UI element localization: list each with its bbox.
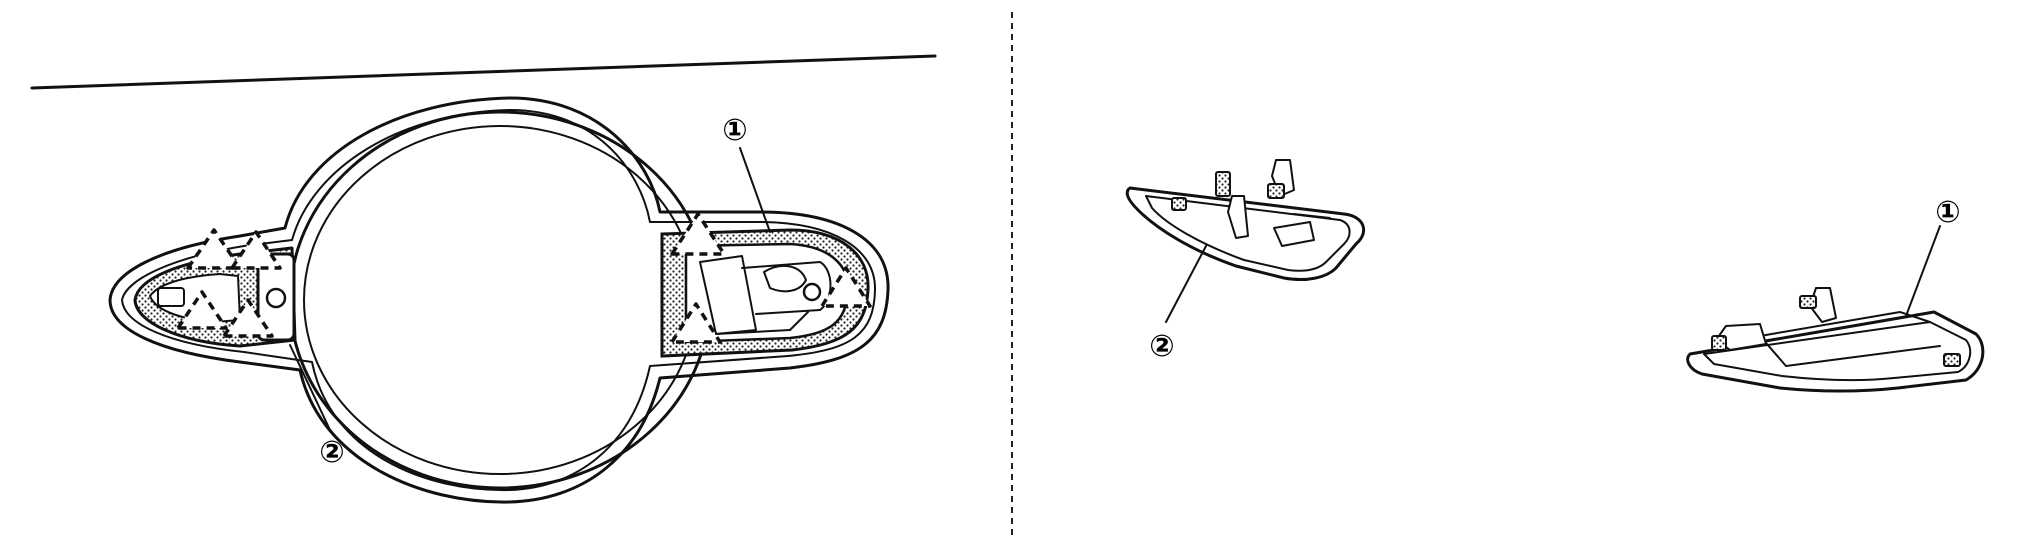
right-callout-1: ① (1935, 195, 1960, 230)
left-callout-2: ② (319, 435, 344, 470)
clip-marker-triangle (186, 228, 242, 270)
handle-bowl-inner (303, 125, 697, 475)
handle-mechanism-arm (741, 261, 832, 315)
leader-line-part-1 (739, 147, 771, 233)
door-handle-housing (108, 96, 890, 504)
right-view: ② ① (1125, 159, 1985, 393)
clip-marker-triangle (670, 212, 726, 256)
body-contour-line (30, 54, 937, 90)
left-view: ① ② (30, 54, 937, 504)
gasket-part-1-isolated (1686, 287, 1985, 393)
escutcheon-inner-detail (149, 273, 241, 323)
escutcheon-part-2-isolated (1125, 159, 1366, 282)
right-callout-2: ② (1149, 329, 1174, 364)
callout-label-1: ① (722, 113, 747, 148)
escutcheon-clip (157, 287, 185, 307)
handle-mechanism-bracket (715, 311, 809, 335)
clip-marker-triangle (820, 266, 872, 308)
callout-label-2: ② (319, 435, 344, 470)
key-cylinder-screw (265, 287, 287, 309)
clip-marker-triangle (176, 290, 228, 330)
handle-mechanism-lever (699, 255, 757, 335)
handle-mechanism-pivot (763, 264, 807, 293)
leader-line-part-2-right (1165, 245, 1207, 323)
callout-label-2-right: ② (1149, 329, 1174, 364)
leader-line-part-1-right (1905, 225, 1941, 317)
clip-marker-triangle (222, 298, 274, 338)
left-callout-1: ① (722, 113, 747, 148)
leader-line-part-2 (289, 344, 331, 431)
callout-label-1-right: ① (1935, 195, 1960, 230)
handle-bowl (288, 110, 712, 490)
clip-marker-triangle (230, 230, 282, 270)
handle-mechanism-bolt (802, 282, 822, 302)
clip-marker-triangle (670, 302, 722, 344)
